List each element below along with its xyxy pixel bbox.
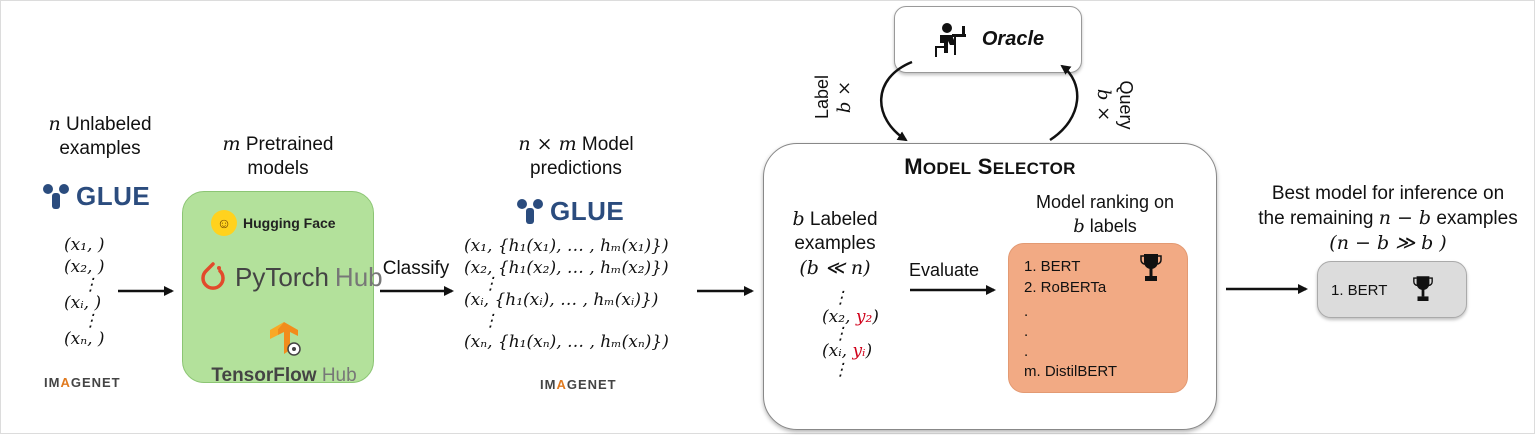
- labeled-pair: (x₂, y₂): [822, 307, 879, 327]
- prediction-row: (xₙ, {h₁(xₙ), … , hₘ(xₙ)}): [464, 332, 669, 352]
- unlabeled-item: (xᵢ, ): [64, 293, 102, 313]
- arrow-label-oracle: [880, 60, 913, 142]
- best-model-box: 1. BERT: [1317, 261, 1467, 318]
- trophy-icon: [1140, 254, 1162, 281]
- glue-logo-right: GLUE: [516, 196, 624, 227]
- arrow-query-oracle: [1049, 64, 1079, 142]
- vertical-dots: ⋮: [832, 360, 849, 380]
- prediction-row: (xᵢ, {h₁(xᵢ), … , hₘ(xᵢ)}): [464, 290, 659, 310]
- ranking-item: .: [1024, 303, 1029, 320]
- pytorch-icon: [201, 262, 225, 290]
- best-model-text: Best model for inference on the remainin…: [1258, 183, 1518, 254]
- vertical-dots: ⋮: [482, 274, 499, 294]
- imagenet-logo-right: IMAGENET: [540, 377, 617, 392]
- ranking-title: Model ranking on b labels: [1035, 192, 1175, 237]
- oracle-box: Oracle: [894, 6, 1082, 73]
- ranking-item: 1. BERT: [1024, 258, 1081, 275]
- vertical-dots: ⋮: [82, 311, 99, 331]
- prediction-row: (x₁, {h₁(x₁), … , hₘ(x₁)}): [464, 236, 669, 256]
- glue-icon: [517, 198, 543, 224]
- labeled-examples-text: b Labeled examples (b ≪ n): [792, 208, 878, 279]
- unlabeled-title: n Unlabeled examples: [48, 113, 152, 159]
- classify-label: Classify: [382, 258, 450, 279]
- unlabeled-item: (x₂, ): [64, 257, 105, 277]
- vertical-dots: ⋮: [82, 275, 99, 295]
- ranking-item: 2. RoBERTa: [1024, 279, 1107, 296]
- best-model-label: 1. BERT: [1331, 282, 1388, 299]
- vertical-dots: ⋮: [832, 324, 849, 344]
- prediction-row: (x₂, {h₁(x₂), … , hₘ(x₂)}): [464, 258, 669, 278]
- labeled-pairs: ⋮ (x₂, y₂) ⋮ (xᵢ, yᵢ) ⋮: [822, 288, 879, 380]
- unlabeled-list: (x₁, ) (x₂, ) ⋮ (xᵢ, ) ⋮ (xₙ, ): [64, 234, 105, 350]
- unlabeled-item: (x₁, ): [64, 235, 105, 255]
- glue-icon: [43, 183, 69, 209]
- labeled-pair: (xᵢ, yᵢ): [822, 341, 873, 361]
- hugging-face-logo: ☺ Hugging Face: [211, 210, 336, 236]
- vertical-dots: ⋮: [482, 311, 499, 331]
- trophy-icon: [1413, 276, 1433, 301]
- unlabeled-item: (xₙ, ): [64, 329, 105, 349]
- model-ranking-box: 1. BERT 2. RoBERTa . . . m. DistilBERT: [1008, 243, 1188, 393]
- predictions-title: n × m Model predictions: [518, 133, 634, 179]
- tensorflow-icon: [270, 322, 301, 356]
- hugging-face-icon: ☺: [211, 210, 237, 236]
- pretrained-title: m Pretrained models: [222, 133, 334, 179]
- vertical-dots: ⋮: [832, 288, 849, 308]
- model-selector-title: MODEL SELECTOR: [904, 154, 1076, 179]
- tensorflow-hub-logo: TensorFlow Hub: [209, 320, 359, 387]
- ranking-item: .: [1024, 343, 1029, 360]
- imagenet-logo-left: IMAGENET: [44, 375, 121, 390]
- predictions-list: (x₁, {h₁(x₁), … , hₘ(x₁)}) (x₂, {h₁(x₂),…: [464, 235, 669, 353]
- glue-logo-left: GLUE: [42, 181, 150, 212]
- person-at-desk-icon: [934, 22, 966, 57]
- evaluate-label: Evaluate: [908, 260, 980, 280]
- ranking-item: m. DistilBERT: [1024, 363, 1118, 380]
- ranking-item: .: [1024, 323, 1029, 340]
